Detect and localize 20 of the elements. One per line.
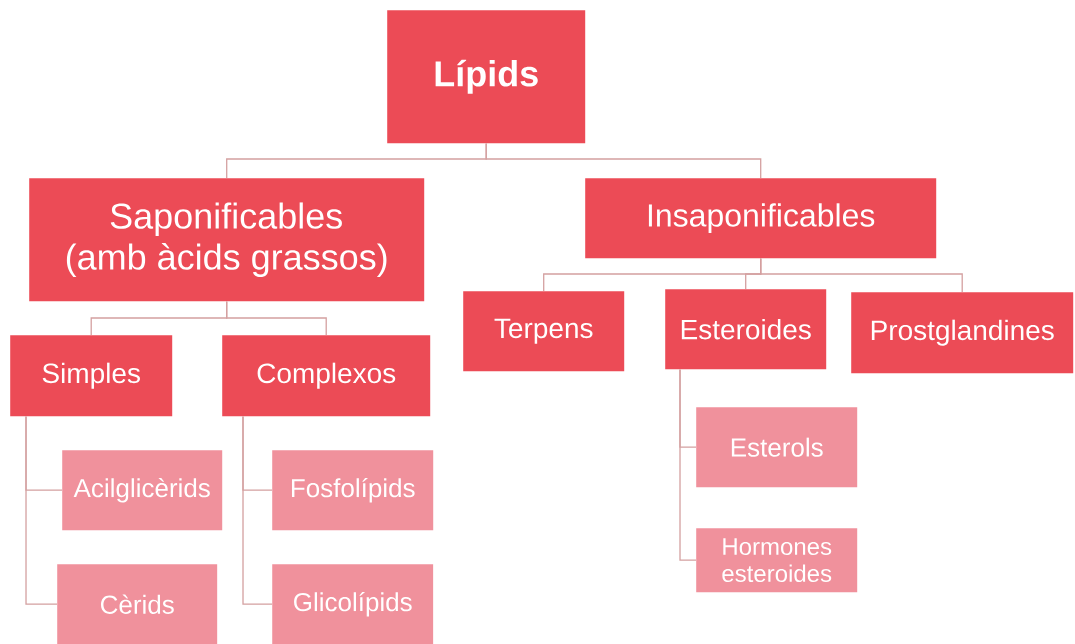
branch-box: Simples	[10, 335, 173, 417]
leaf-box: Glicolípids	[272, 564, 434, 644]
branch-box: Lípids	[387, 10, 586, 144]
connector	[485, 142, 762, 179]
branch-box: Terpens	[463, 291, 625, 372]
branch-box: Esteroides	[665, 289, 827, 370]
branch-box: Complexos	[222, 335, 431, 417]
leaf-box: Fosfolípids	[272, 450, 434, 531]
connector	[760, 257, 963, 293]
leaf-box: Hormones esteroides	[696, 528, 858, 593]
branch-box: Prostglandines	[851, 292, 1074, 374]
branch-box: Saponificables (amb àcids grassos)	[29, 178, 425, 302]
connector	[242, 415, 273, 605]
leaf-box: Acilglicèrids	[62, 450, 223, 531]
branch-box: Insaponificables	[585, 178, 937, 259]
leaf-box: Esterols	[696, 407, 858, 488]
connector	[226, 300, 327, 336]
connector	[25, 415, 58, 605]
connector	[679, 368, 697, 561]
leaf-box: Cèrids	[57, 564, 218, 644]
